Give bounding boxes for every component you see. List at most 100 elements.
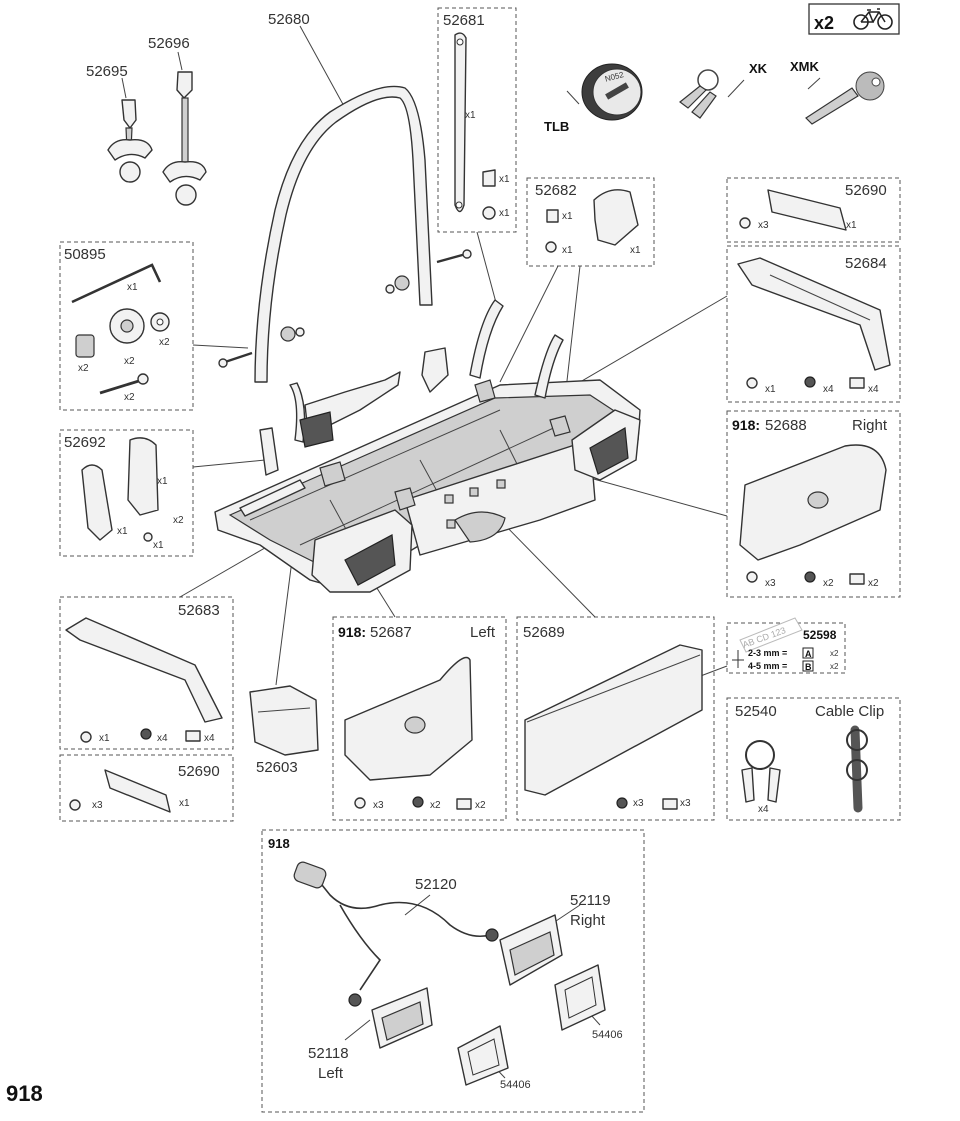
label-52118-side: Left (318, 1065, 344, 1082)
label-52684: 52684 (845, 255, 887, 272)
qty: x2 (124, 392, 135, 403)
plate-a: A (805, 649, 812, 659)
qty: x2 (78, 363, 89, 374)
arm-52696 (162, 71, 207, 206)
arm-52695 (107, 99, 153, 183)
qty: x1 (179, 798, 190, 809)
front-plate-52689 (524, 644, 703, 810)
label-52696: 52696 (148, 35, 190, 52)
label-50895: 50895 (64, 246, 106, 263)
qty: x4 (204, 733, 215, 744)
bolt-set-left (218, 326, 305, 368)
label-52682: 52682 (535, 182, 577, 199)
qty: x4 (758, 804, 769, 815)
allen-key-and-knob (71, 263, 170, 395)
tail-light-right-52119 (499, 914, 563, 986)
qty: x2 (475, 800, 486, 811)
box-52684 (726, 245, 901, 403)
qty: x3 (373, 800, 384, 811)
label-52681: 52681 (443, 12, 485, 29)
qty: x1 (153, 540, 164, 551)
box-50895 (59, 241, 194, 411)
qty: x1 (499, 174, 510, 185)
label-52683: 52683 (178, 602, 220, 619)
label-52119: 52119 (570, 892, 611, 909)
qty: x1 (765, 384, 776, 395)
gasket-54406-left (457, 1025, 509, 1086)
bracket-52690-bottom (69, 769, 171, 813)
key-icon-xmk (805, 71, 885, 125)
cable-clip (846, 725, 868, 813)
label-52690-bottom: 52690 (178, 763, 220, 780)
plate-b: B (805, 662, 812, 672)
light-housing-right-52688 (739, 444, 887, 585)
qty: x1 (630, 245, 641, 256)
label-54406-right: 54406 (592, 1029, 623, 1041)
qty: x1 (117, 526, 128, 537)
box-52540 (726, 697, 901, 821)
cover-52603 (249, 685, 319, 756)
label-tlb: TLB (544, 119, 569, 134)
bracket-52690-top (739, 189, 847, 231)
label-52688-side: Right (852, 417, 888, 434)
box-52692 (59, 429, 194, 557)
qty: x1 (157, 476, 168, 487)
bike-count-box (808, 3, 900, 35)
label-52119-side: Right (570, 912, 606, 929)
box-52681 (437, 7, 517, 233)
lock-cylinder-icon: N052 (581, 63, 643, 121)
hook-52540 (741, 740, 781, 803)
qty: x1 (562, 245, 573, 256)
box-52682 (526, 177, 655, 267)
label-52680: 52680 (268, 11, 310, 28)
box-52689 (516, 616, 715, 821)
clamp-52682 (545, 189, 639, 253)
wiring-harness-52120 (293, 861, 499, 1007)
label-52690-top: 52690 (845, 182, 887, 199)
plate-qty-a: x2 (830, 649, 839, 658)
box-52683 (59, 596, 234, 750)
quantity-markers: x1 x1 x1 x1 x2 x2 x2 x2 x1 x1 x1 x3 x1 x… (78, 110, 879, 815)
label-cable-clip: Cable Clip (815, 703, 884, 720)
qty: x3 (758, 220, 769, 231)
label-52603: 52603 (256, 759, 298, 776)
qty: x2 (430, 800, 441, 811)
plate-row-b: 4-5 mm = (748, 661, 787, 671)
bike-count-label: x2 (814, 13, 834, 33)
label-52688: 52688 (765, 417, 807, 434)
bicycle-icon (853, 8, 893, 30)
light-housing-left-52687 (344, 656, 473, 810)
label-52695: 52695 (86, 63, 128, 80)
label-xmk: XMK (790, 59, 820, 74)
label-52120: 52120 (415, 876, 457, 893)
bike-carrier-assembly (214, 299, 641, 593)
box-52688 (726, 410, 901, 598)
gasket-54406-right (554, 964, 606, 1031)
label-52689: 52689 (523, 624, 565, 641)
qty: x1 (99, 733, 110, 744)
qty: x2 (124, 356, 135, 367)
label-52118: 52118 (308, 1045, 349, 1062)
strap-52681 (454, 32, 496, 220)
qty: x2 (868, 578, 879, 589)
qty: x1 (846, 220, 857, 231)
label-52688-prefix: 918: (732, 417, 760, 433)
box-52687 (332, 616, 507, 821)
qty: x4 (157, 733, 168, 744)
qty: x2 (159, 337, 170, 348)
qty: x3 (92, 800, 103, 811)
leader-lines (121, 25, 821, 1079)
gutter-52684 (737, 257, 891, 389)
clip-52692 (81, 437, 159, 542)
plate-qty-b: x2 (830, 662, 839, 671)
qty: x3 (765, 578, 776, 589)
qty: x2 (823, 578, 834, 589)
box-52690-top (726, 177, 901, 243)
qty: x1 (499, 208, 510, 219)
box-918-lights (261, 829, 645, 1113)
label-52687-prefix: 918: (338, 624, 366, 640)
qty: x1 (127, 282, 138, 293)
frame-arch-52680 (254, 85, 433, 383)
tail-light-left-52118 (371, 987, 433, 1049)
